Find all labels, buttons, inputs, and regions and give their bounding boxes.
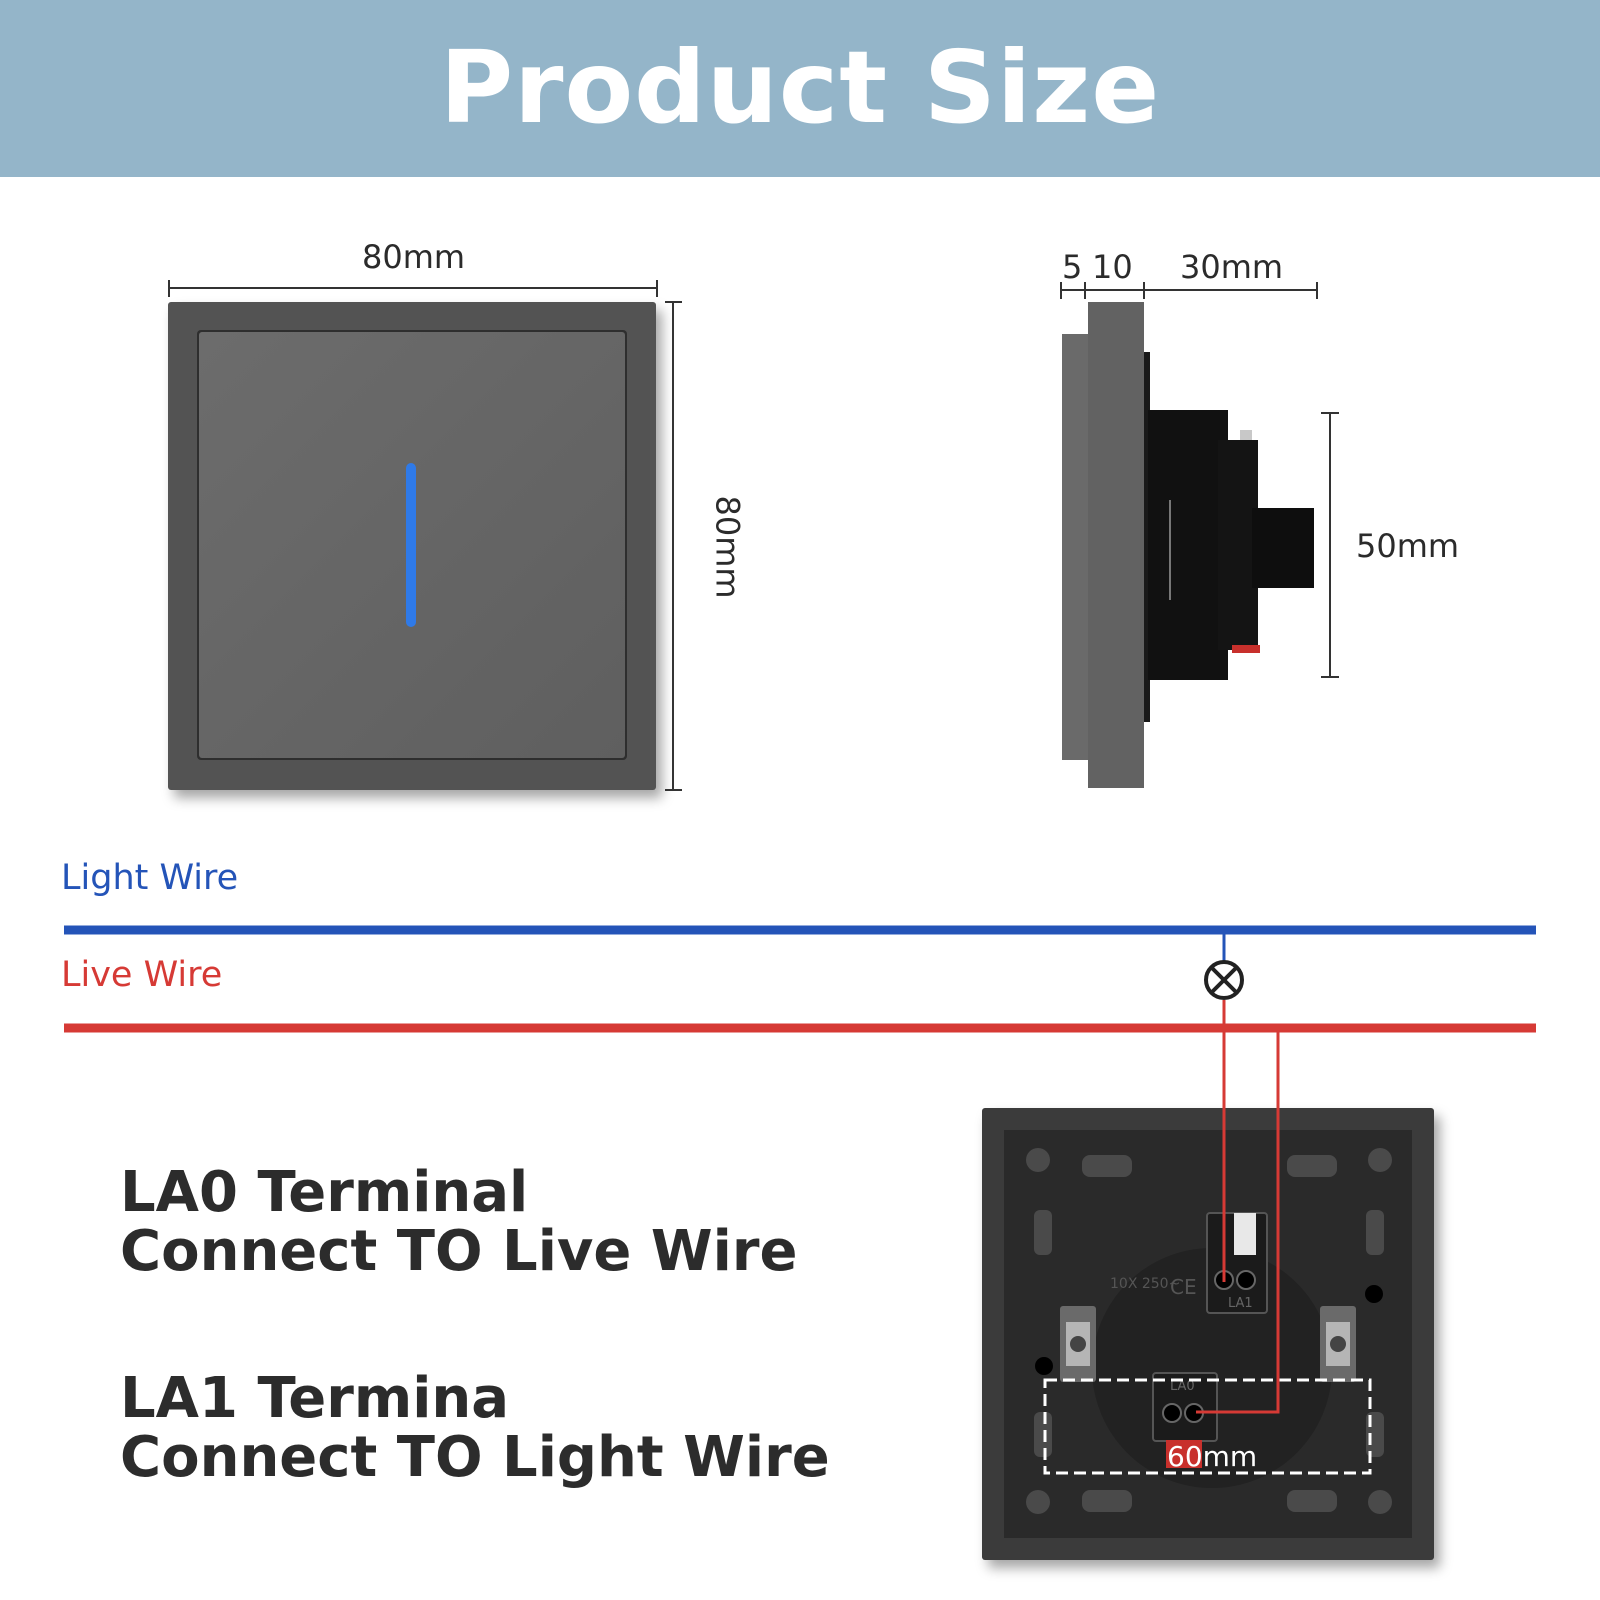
front-view-switch bbox=[168, 302, 656, 790]
side-clip-top bbox=[1240, 430, 1252, 440]
header-banner: Product Size bbox=[0, 0, 1600, 177]
side-height-dimension bbox=[1321, 412, 1339, 678]
side-mount-plate bbox=[1144, 352, 1150, 722]
la1-marking: LA1 bbox=[1228, 1296, 1253, 1311]
side-body bbox=[1148, 410, 1228, 680]
left-screw-terminal bbox=[1060, 1306, 1096, 1382]
right-hole bbox=[1365, 1285, 1383, 1303]
la1-terminal-desc: Connect TO Light Wire bbox=[120, 1425, 830, 1490]
mount-box-label: 60mm bbox=[1167, 1440, 1257, 1473]
front-height-dimension bbox=[665, 301, 682, 791]
lamp-cross-icon bbox=[1204, 960, 1244, 1000]
right-screw-terminal bbox=[1320, 1306, 1356, 1382]
live-wire-label: Live Wire bbox=[61, 955, 223, 995]
side-height-label: 50mm bbox=[1356, 527, 1460, 565]
page-title: Product Size bbox=[439, 29, 1161, 146]
indicator-light bbox=[406, 463, 416, 627]
side-body-step bbox=[1218, 440, 1258, 650]
left-hole bbox=[1035, 1357, 1053, 1375]
light-wire-label: Light Wire bbox=[61, 858, 239, 898]
side-view-switch bbox=[1062, 302, 1314, 788]
front-width-dimension bbox=[168, 280, 658, 297]
side-dim-10-label: 10 bbox=[1092, 248, 1133, 286]
la1-terminal-title: LA1 Termina bbox=[120, 1366, 510, 1431]
la0-terminal-title: LA0 Terminal bbox=[120, 1160, 529, 1225]
side-dim-5-label: 5 bbox=[1062, 248, 1083, 286]
side-clip-red bbox=[1232, 645, 1260, 653]
rating-text: 10X 250~ bbox=[1110, 1276, 1180, 1292]
front-height-label: 80mm bbox=[708, 495, 747, 599]
side-depth-label: 30mm bbox=[1180, 248, 1284, 286]
la0-marking: LA0 bbox=[1170, 1379, 1195, 1394]
side-depth-dimension bbox=[1060, 282, 1318, 299]
ce-mark: CE bbox=[1170, 1275, 1197, 1299]
front-width-label: 80mm bbox=[362, 238, 466, 276]
la0-terminal-block bbox=[1152, 1372, 1218, 1468]
back-mount-holes bbox=[1026, 1148, 1392, 1514]
la0-terminal-desc: Connect TO Live Wire bbox=[120, 1219, 798, 1284]
side-frame bbox=[1088, 302, 1144, 788]
back-view-switch: 10X 250~ CE LA1 LA0 60mm bbox=[982, 1108, 1434, 1560]
la1-terminal-block bbox=[1206, 1212, 1268, 1314]
mount-box-outline bbox=[1043, 1378, 1372, 1475]
live-to-la0-wire bbox=[1196, 1028, 1280, 1414]
side-rocker bbox=[1062, 334, 1088, 760]
side-connector bbox=[1252, 508, 1314, 588]
